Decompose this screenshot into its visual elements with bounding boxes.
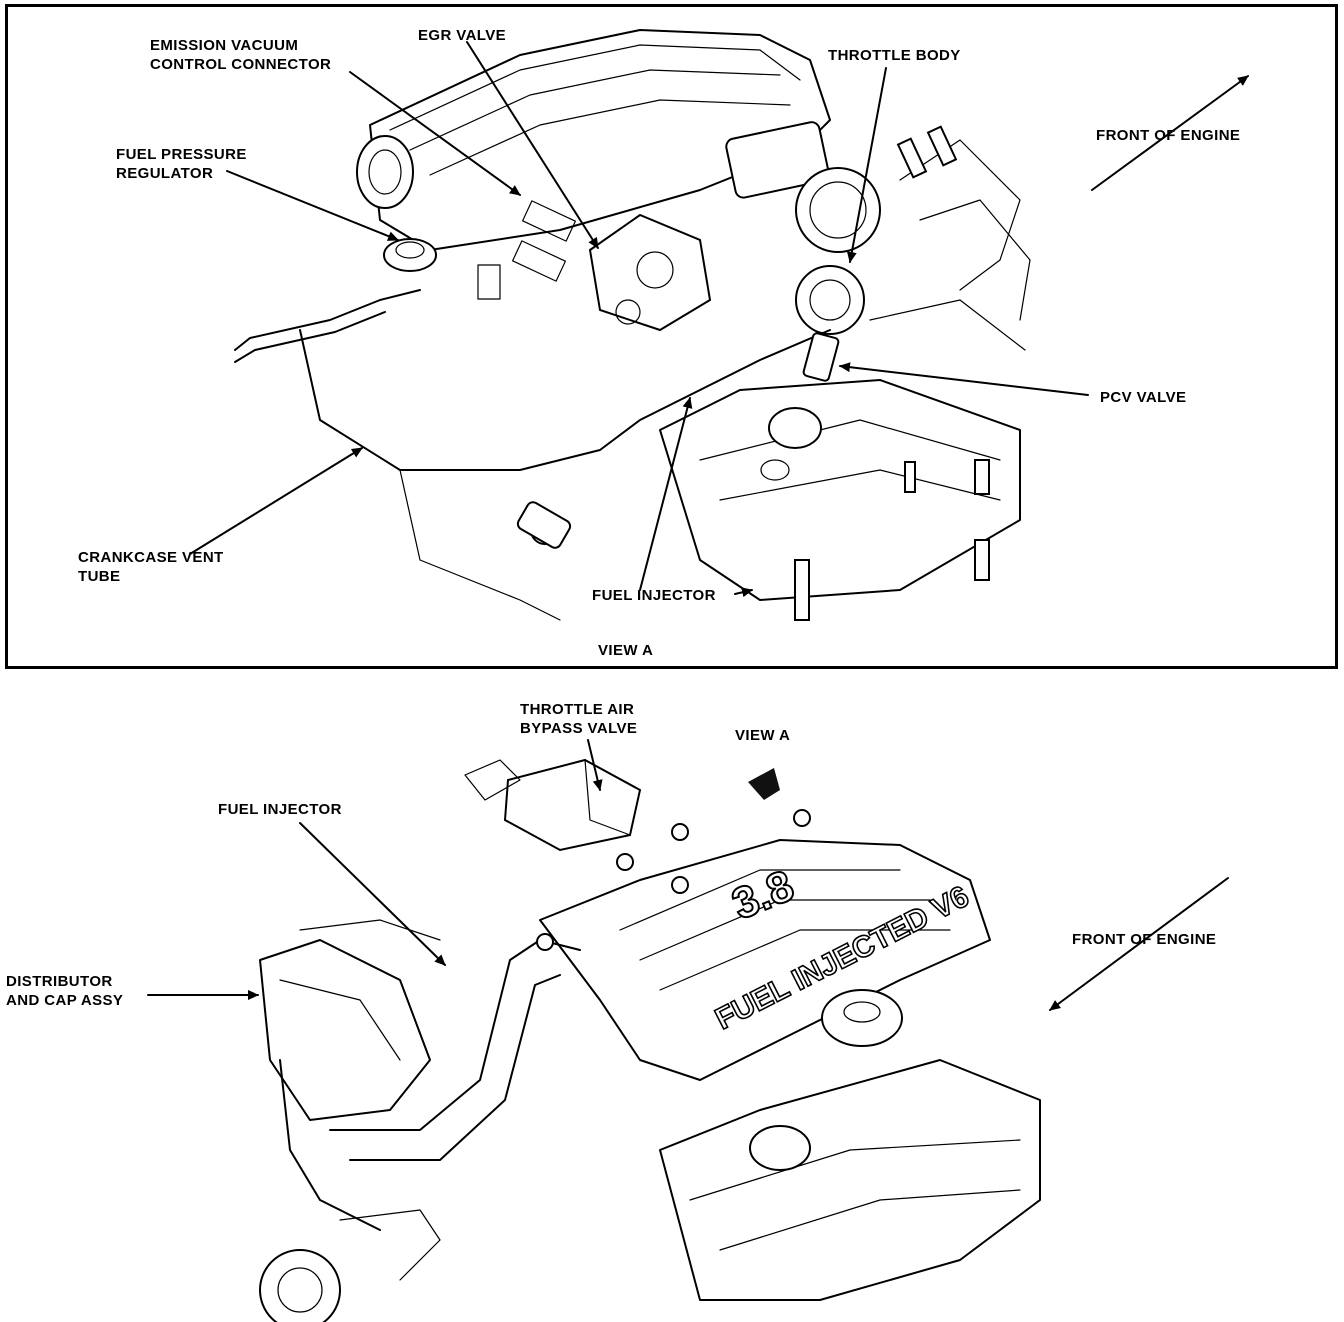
label-egr-valve: EGR VALVE [418,27,507,44]
label-pcv-valve: PCV VALVE [1100,389,1187,406]
label-emission-vacuum-control-connector: EMISSION VACUUM CONTROL CONNECTOR [150,37,332,73]
view-a-panel-frame [5,4,1338,669]
overview-leader-lines [147,739,1229,1011]
label-crankcase-vent-tube: CRANKCASE VENT TUBE [78,549,224,585]
overview-engine-drawing: 3.8 FUEL INJECTED V6 [259,758,1041,1322]
label-fuel-injector-top: FUEL INJECTOR [592,587,716,604]
view-a-leader-lines [189,41,1249,598]
label-front-of-engine-top: FRONT OF ENGINE [1096,127,1241,144]
label-throttle-body: THROTTLE BODY [828,47,961,64]
label-throttle-air-bypass-valve: THROTTLE AIR BYPASS VALVE [520,701,638,737]
label-fuel-injector-bottom: FUEL INJECTOR [218,801,342,818]
label-fuel-pressure-regulator: FUEL PRESSURE REGULATOR [116,146,247,182]
label-view-a-indicator: VIEW A [735,727,791,744]
label-front-of-engine-bottom: FRONT OF ENGINE [1072,931,1217,948]
label-distributor-and-cap-assy: DISTRIBUTOR AND CAP ASSY [6,973,124,1009]
view-a-engine-drawing [234,29,1031,621]
label-view-a-caption: VIEW A [598,642,654,659]
